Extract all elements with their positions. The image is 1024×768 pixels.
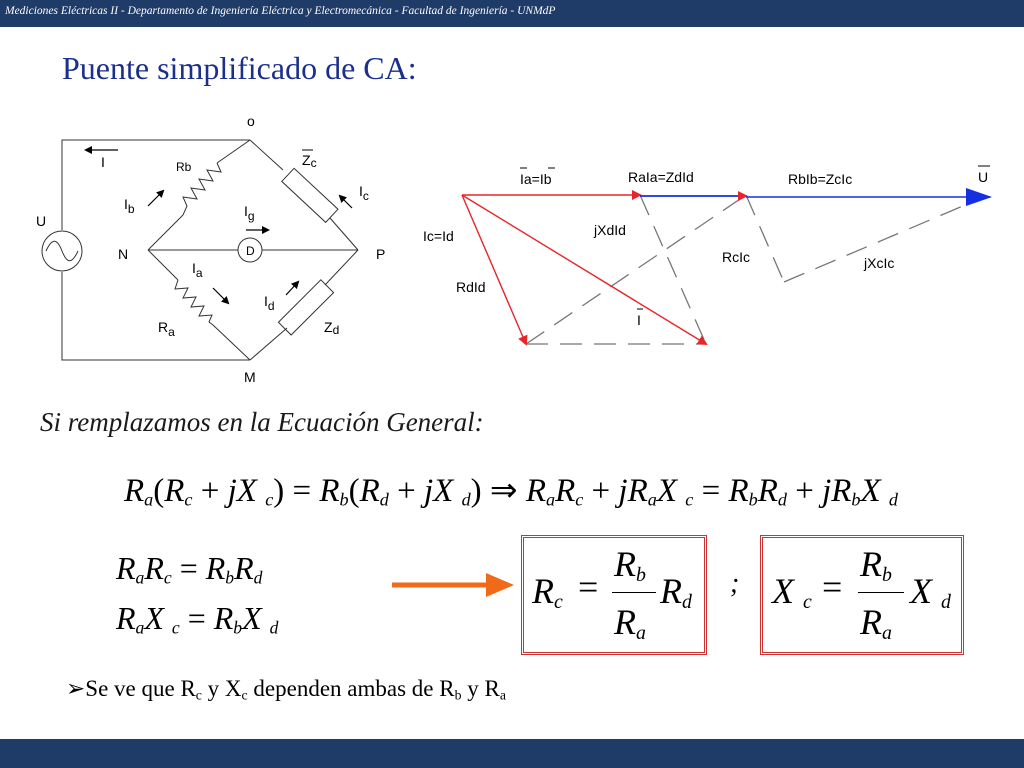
arrow-id bbox=[285, 280, 300, 296]
current-id-label: Id bbox=[264, 293, 275, 313]
resistor-ra-label: Ra bbox=[158, 319, 175, 339]
label-rb-ib: RbIb=ZcIc bbox=[788, 171, 852, 187]
ac-sine bbox=[45, 240, 79, 262]
xc-fraction-bar bbox=[858, 592, 904, 593]
edge-o-p-top bbox=[249, 139, 284, 171]
edge-o-p-bottom bbox=[329, 217, 359, 251]
label-u: U bbox=[978, 169, 988, 185]
edge-p-m-top bbox=[324, 249, 359, 286]
implication-arrow bbox=[392, 573, 514, 597]
dash-ra-ia-down bbox=[639, 194, 707, 345]
label-jxd-id: jXdId bbox=[593, 222, 626, 238]
equation-imaginary-part: RaX c = RbX d bbox=[116, 600, 279, 638]
label-i: I bbox=[637, 312, 641, 328]
current-ib-label: Ib bbox=[124, 196, 135, 216]
dash-rd-id bbox=[525, 194, 747, 345]
impedance-zc-label: Zc bbox=[302, 152, 317, 170]
source-label: U bbox=[36, 213, 46, 229]
result-box-rc bbox=[521, 535, 707, 655]
arrow-ia bbox=[212, 287, 230, 305]
detector-label: D bbox=[246, 244, 255, 258]
current-ia-label: Ia bbox=[192, 260, 203, 280]
impedance-zd-label: Zd bbox=[324, 319, 339, 337]
dash-jxc-ic bbox=[783, 196, 985, 283]
xc-numerator: Rb bbox=[860, 544, 892, 586]
rc-numerator: Rb bbox=[614, 544, 646, 586]
slide-title: Puente simplificado de CA: bbox=[62, 50, 417, 86]
rc-equals: = bbox=[578, 567, 599, 607]
ac-source bbox=[41, 230, 83, 272]
rc-lhs: Rc bbox=[532, 571, 563, 613]
header-text: Mediciones Eléctricas II - Departamento … bbox=[5, 5, 556, 17]
rc-fraction-bar bbox=[612, 592, 656, 593]
node-m-label: M bbox=[244, 369, 256, 385]
edge-n-m-bottom bbox=[212, 324, 251, 361]
label-rd-id: RdId bbox=[456, 279, 486, 295]
label-jxc-ic: jXcIc bbox=[863, 255, 894, 271]
label-ia-ib: Ia=Ib bbox=[520, 171, 552, 187]
footer-bar bbox=[0, 739, 1024, 768]
conclusion-bullet: ➢Se ve que Rc y Xc dependen ambas de Rb … bbox=[66, 676, 506, 703]
node-n-label: N bbox=[118, 246, 128, 262]
phasor-ic bbox=[461, 194, 528, 346]
phasor-diagram: Ia=Ib RaIa=ZdId RbIb=ZcIc U Ic=Id jXdId … bbox=[423, 169, 992, 346]
label-ra-ia: RaIa=ZdId bbox=[628, 169, 694, 185]
wire-top bbox=[61, 139, 250, 230]
edge-o-n-top bbox=[216, 139, 251, 164]
bullet-arrow-icon: ➢ bbox=[66, 676, 86, 701]
edge-o-n-bottom bbox=[147, 214, 184, 251]
rc-factor: Rd bbox=[660, 571, 692, 613]
rc-denominator: Ra bbox=[614, 602, 646, 644]
xc-equals: = bbox=[822, 567, 843, 607]
label-ic-id: Ic=Id bbox=[423, 228, 454, 244]
header-bar: Mediciones Eléctricas II - Departamento … bbox=[0, 0, 1024, 27]
xc-denominator: Ra bbox=[860, 602, 892, 644]
resistor-rb-label: Rb bbox=[176, 160, 192, 174]
edge-n-m-top bbox=[147, 249, 179, 281]
arrow-ib bbox=[147, 189, 165, 207]
label-rc-ic: RcIc bbox=[722, 249, 750, 265]
dash-rc-ic bbox=[745, 194, 785, 283]
result-box-xc bbox=[760, 535, 964, 655]
separator: ; bbox=[730, 568, 740, 599]
bridge-circuit bbox=[41, 139, 359, 361]
xc-lhs: X c bbox=[772, 571, 812, 613]
current-i-label: I bbox=[101, 154, 105, 170]
general-equation: Ra(Rc + jX c) = Rb(Rd + jX d) ⇒ RaRc + j… bbox=[124, 473, 898, 510]
wire-bottom bbox=[61, 272, 250, 361]
intro-text: Si remplazamos en la Ecuación General: bbox=[40, 407, 484, 437]
xc-factor: X d bbox=[910, 571, 951, 613]
figure-canvas: o M N P U D I Ib Ig Ia Ic Id Rb Ra Zc Zd… bbox=[36, 113, 992, 385]
equation-real-part: RaRc = RbRd bbox=[116, 550, 263, 588]
phasor-i bbox=[461, 194, 708, 346]
resistor-ra bbox=[174, 279, 214, 326]
edge-p-m-bottom bbox=[249, 327, 288, 361]
detector-circle bbox=[237, 237, 263, 263]
current-ic-label: Ic bbox=[359, 183, 369, 203]
impedance-zc bbox=[281, 167, 339, 224]
node-o-label: o bbox=[247, 113, 255, 129]
node-p-label: P bbox=[376, 246, 385, 262]
current-ig-label: Ig bbox=[244, 203, 255, 223]
impedance-zd bbox=[277, 279, 335, 336]
resistor-rb bbox=[182, 162, 222, 216]
arrow-ic bbox=[338, 194, 353, 209]
